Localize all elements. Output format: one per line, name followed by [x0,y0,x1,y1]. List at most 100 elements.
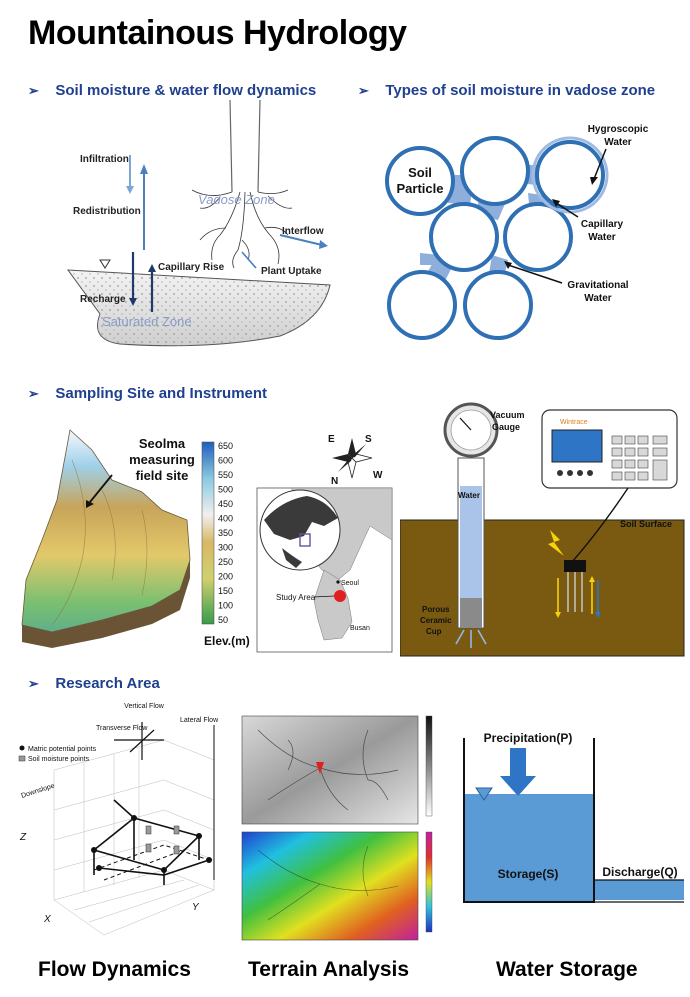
water-storage-diagram: Precipitation(P) Storage(S) Discharge(Q) [463,731,684,903]
section-arrow-icon: ➢ [358,83,369,98]
section-heading-sampling: ➢ Sampling Site and Instrument [28,385,267,403]
soil-particle-label-1: Soil [408,165,432,180]
precipitation-arrow [510,748,526,778]
precipitation-label: Precipitation(P) [484,731,573,745]
seoul-label: Seoul [341,580,359,587]
compass-e: E [328,434,335,445]
hygroscopic-pointer [593,148,607,180]
elevation-tick-label: 500 [218,485,233,495]
porous-label-3: Cup [426,627,442,636]
soil-sensor [564,560,586,572]
compass-icon [332,438,373,479]
site-label-1: Seolma [139,436,186,451]
z-axis-label: Z [19,832,27,843]
vacuum-gauge-label-2: Gauge [492,422,520,432]
elevation-tick-label: 550 [218,470,233,480]
site-label-3: field site [136,468,189,483]
hillshade-map [241,715,419,825]
soil-body [400,519,685,657]
terrain-analysis-caption: Terrain Analysis [248,958,410,981]
water-level-icon [475,787,493,801]
lateral-flow-label: Lateral Flow [180,717,219,724]
soil-particle-circle [387,270,457,340]
x-axis-label: X [43,914,51,925]
soil-moisture-points [145,825,180,855]
porous-label-2: Ceramic [420,616,452,625]
soil-particle-circle [429,202,499,272]
tank-walls [463,738,595,903]
soil-particle-circle [460,136,530,206]
water-table-icon [99,259,111,269]
elevation-terrain-map: Seolma measuring field site 650600550500… [21,429,250,648]
site-marker [316,762,324,774]
section-heading-research: ➢ Research Area [28,675,160,693]
elevation-tick-label: 450 [218,499,233,509]
infiltration-label: Infiltration [80,154,129,165]
compass-w: W [373,470,383,481]
hygroscopic-label-1: Hygroscopic [588,124,649,135]
soil-surface-label: Soil Surface [620,519,672,529]
soil-particle-circle [535,140,605,210]
lightning-icon [548,530,564,556]
section-arrow-icon: ➢ [28,83,39,98]
capillary-pointer [555,202,579,218]
section-heading-soil-flow: ➢ Soil moisture & water flow dynamics [28,82,316,100]
capillary-label-2: Water [588,232,616,243]
plant-uptake-label: Plant Uptake [261,266,322,277]
flow-dynamics-3d-plot: Matric potential points Soil moisture po… [18,703,219,936]
elevation-tick-label: 100 [218,601,233,611]
compass-s: S [365,434,372,445]
soil-flow-diagram: Infiltration Redistribution Vadose Zone … [66,100,331,347]
terrain-analysis-maps [241,715,433,941]
matric-potential-points [91,815,212,873]
tube-water [460,486,482,598]
gravitational-pointer [507,264,563,284]
soil-particles [385,136,605,340]
section-title: Soil moisture & water flow dynamics [55,82,317,99]
tree-trunk [229,100,261,193]
terrain-base [22,560,190,648]
compass-n: N [331,476,338,487]
vertical-flow-label: Vertical Flow [124,703,165,710]
capillary-label-1: Capillary [581,219,624,230]
elevation-label: Elev.(m) [204,634,250,648]
recharge-label: Recharge [80,294,126,305]
section-arrow-icon: ➢ [28,386,39,401]
sensor-network [92,799,210,885]
section-title: Types of soil moisture in vadose zone [385,82,656,99]
aspect-colorbar [425,831,433,933]
soil-moisture-types-diagram: Soil Particle Hygroscopic Water Capillar… [385,124,649,340]
section-heading-soil-types: ➢ Types of soil moisture in vadose zone [358,82,655,100]
busan-label: Busan [350,625,370,632]
discharge-water [594,880,684,900]
soil-particle-circle [503,202,573,272]
site-label-2: measuring [129,452,195,467]
hygroscopic-label-2: Water [604,137,632,148]
redistribution-label: Redistribution [73,206,141,217]
elevation-tick-label: 50 [218,615,228,625]
logger-keypad [611,435,668,481]
location-map: E S N W Seoul Study Area Busan [256,434,393,653]
capillary-rise-label: Capillary Rise [158,262,225,273]
elevation-tick-label: 150 [218,586,233,596]
study-area-box [299,533,311,547]
vacuum-gauge-label-1: Vacuum [490,410,525,420]
storage-label: Storage(S) [498,867,559,881]
storage-water [464,794,594,902]
legend-matric: Matric potential points [28,746,97,753]
soil-particle-circle [385,146,455,216]
study-area-dot [334,590,346,602]
vadose-zone-label: Vadose Zone [198,192,275,207]
soil-particle-label-2: Particle [397,181,444,196]
hillshade-colorbar [425,715,433,817]
section-arrow-icon: ➢ [28,676,39,691]
plant-uptake-arrow [241,251,257,269]
gravitational-label-1: Gravitational [567,280,628,291]
saturated-zone-label: Saturated Zone [102,314,192,329]
site-pointer [89,474,113,503]
elevation-tick-label: 400 [218,514,233,524]
cup-flow-arrows [455,629,487,648]
seoul-dot [336,580,340,584]
slope-aspect-map [241,831,419,941]
